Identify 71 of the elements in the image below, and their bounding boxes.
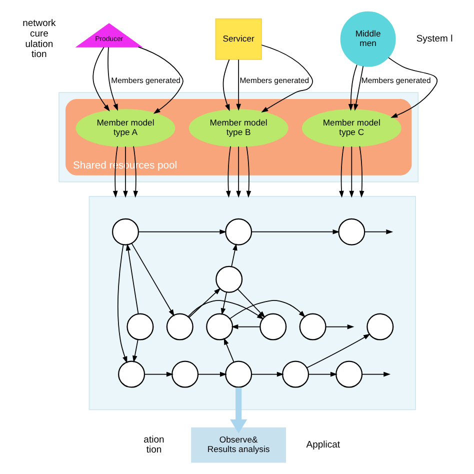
arrow xyxy=(230,387,247,434)
arrow xyxy=(306,334,370,368)
arrow xyxy=(92,46,110,112)
edge-label: Members generated xyxy=(239,76,309,86)
arrow xyxy=(353,66,364,111)
arrow xyxy=(236,288,265,318)
arrow xyxy=(130,242,174,316)
node-ellipse: Member model type A xyxy=(75,109,175,148)
arrow xyxy=(122,146,128,198)
arrow xyxy=(338,146,344,198)
arrow xyxy=(188,288,220,318)
node-box: Observe& Results analysis xyxy=(190,427,286,463)
arrow xyxy=(308,372,337,377)
arrow xyxy=(246,146,251,198)
arrow xyxy=(348,64,357,111)
arrow xyxy=(230,324,260,330)
node-circle xyxy=(112,218,139,246)
arrow xyxy=(132,339,138,363)
arrow xyxy=(125,244,138,314)
arrow xyxy=(137,46,183,114)
arrow xyxy=(144,372,173,377)
arrow xyxy=(226,146,230,198)
arrow xyxy=(228,300,305,320)
node-circle xyxy=(126,313,154,340)
arrow xyxy=(220,292,227,316)
edge-label: Members generated xyxy=(360,76,430,86)
node-ellipse: Member model type B xyxy=(188,109,288,148)
label: ation tion xyxy=(143,434,164,456)
cluster xyxy=(88,196,416,410)
arrow xyxy=(138,229,226,234)
label: network cure ulation tion xyxy=(22,18,56,60)
node-circle xyxy=(298,313,326,340)
node-circle xyxy=(166,313,193,340)
node-circle xyxy=(206,313,233,340)
arrow xyxy=(223,338,234,362)
node-circle xyxy=(171,360,198,388)
arrow xyxy=(250,372,284,377)
node-circle xyxy=(224,360,252,388)
arrow xyxy=(364,229,393,234)
arrow xyxy=(348,146,354,198)
arrow xyxy=(236,146,240,198)
label: System l xyxy=(416,34,452,45)
arrow xyxy=(388,57,437,118)
arrow xyxy=(236,59,240,111)
node-circle xyxy=(224,218,252,246)
arrow xyxy=(361,372,390,377)
node-circle xyxy=(366,313,394,340)
arrow xyxy=(222,59,230,112)
arrow xyxy=(260,44,313,113)
cluster xyxy=(58,92,418,182)
arrow xyxy=(358,146,364,198)
label: Applicat xyxy=(306,439,340,450)
node-box: Servicer xyxy=(214,18,262,60)
node-circle xyxy=(335,360,362,388)
arrow xyxy=(116,244,127,364)
arrow xyxy=(197,372,226,377)
node-circle xyxy=(338,218,365,246)
node-ellipse: Member model type C xyxy=(301,109,401,148)
arrow xyxy=(250,229,340,234)
node-circle: Middle men xyxy=(340,11,396,67)
arrow xyxy=(132,146,138,198)
node-circle xyxy=(118,360,145,388)
node-circle xyxy=(282,360,309,388)
node-circle xyxy=(215,266,242,293)
arrow xyxy=(107,46,118,111)
node-circle xyxy=(259,313,286,340)
edge-label: Members generated xyxy=(110,76,180,86)
arrow xyxy=(230,243,237,267)
arrow xyxy=(324,324,354,330)
arrow xyxy=(187,300,264,320)
arrow xyxy=(112,146,118,198)
